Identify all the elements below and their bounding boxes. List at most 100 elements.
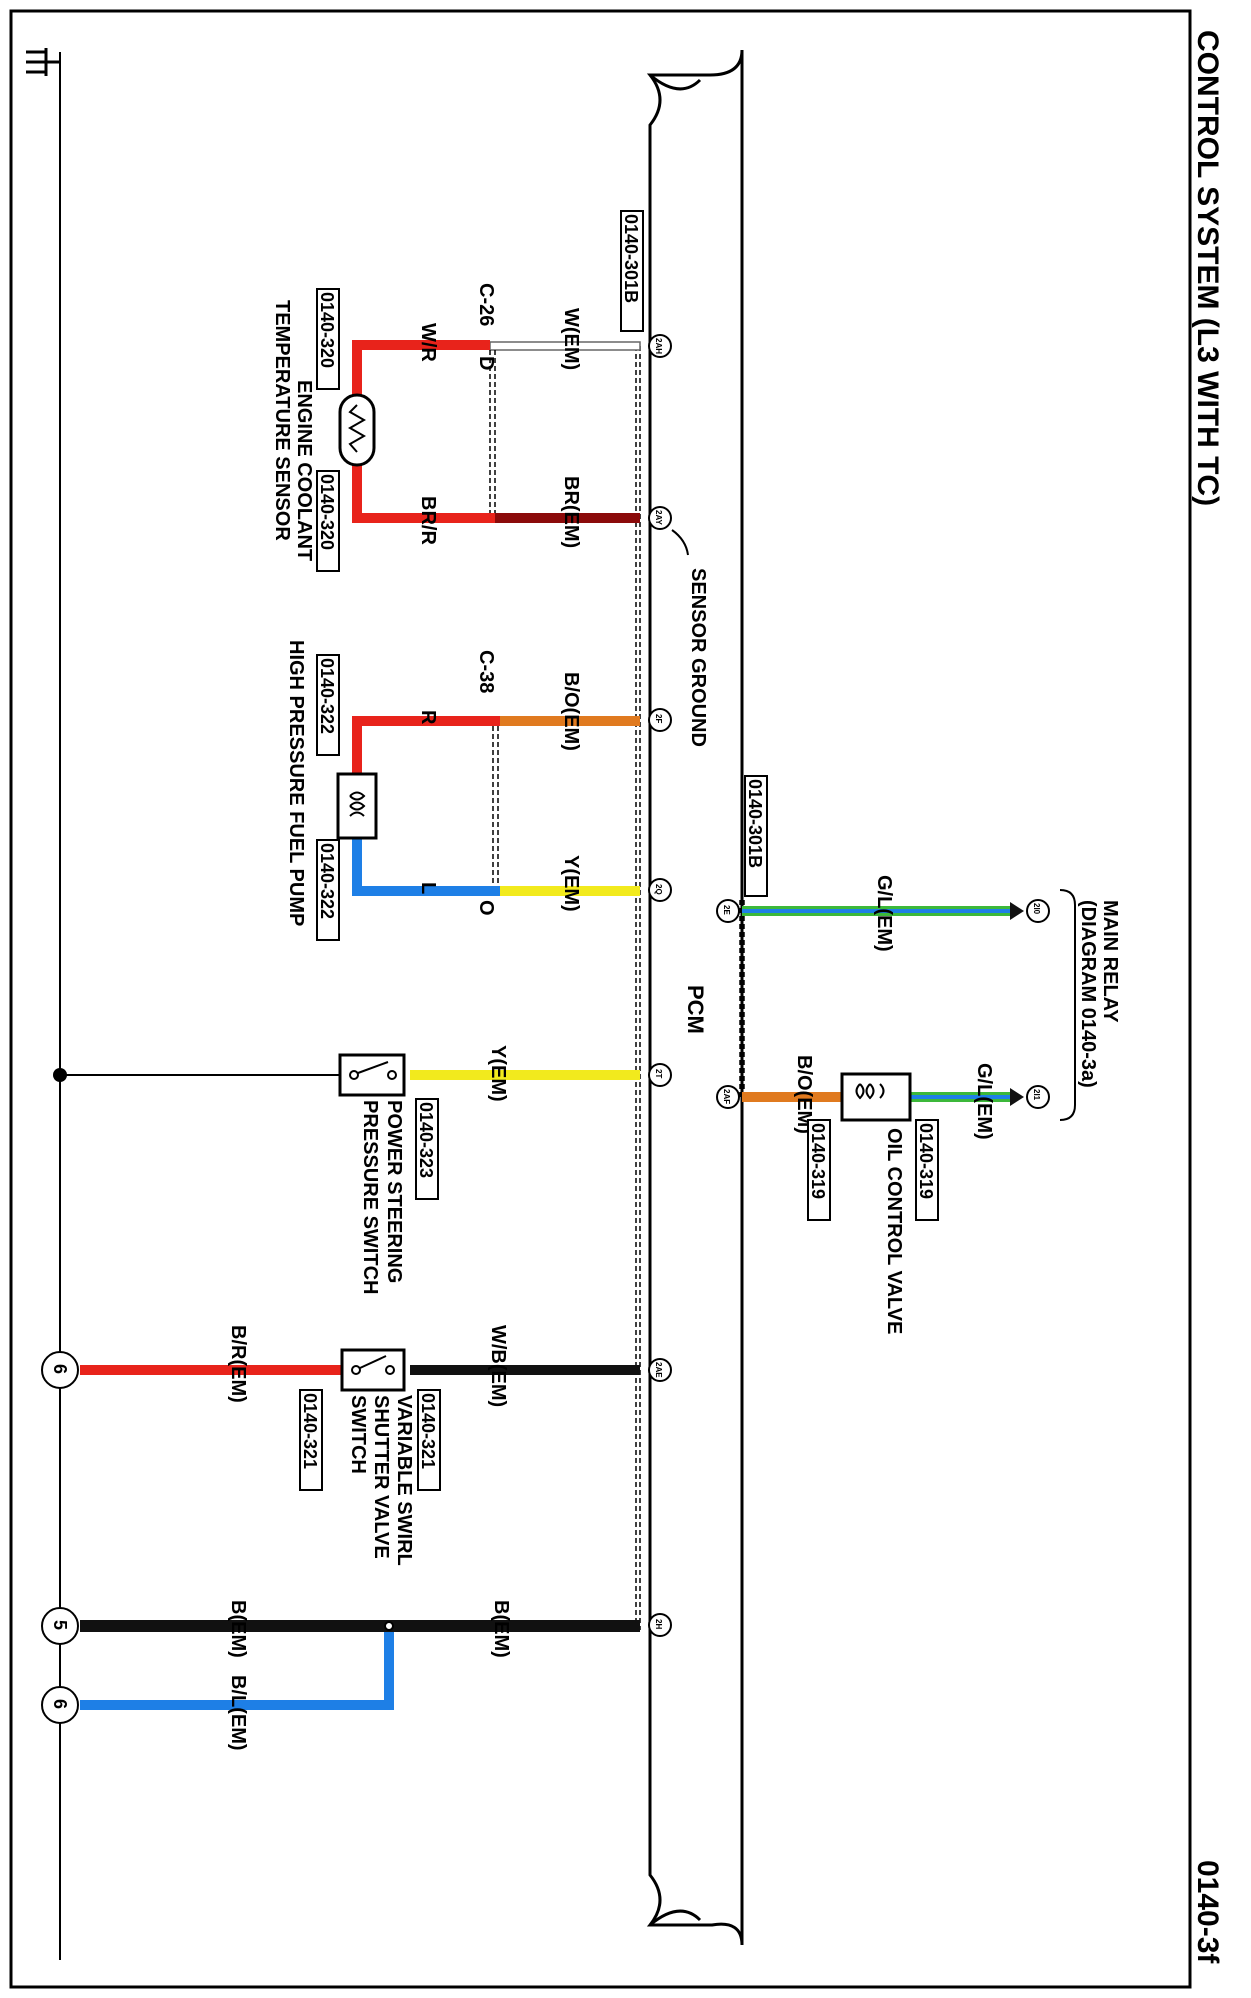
pin-2ah: 2AH bbox=[648, 334, 672, 358]
svg-text:0140-322: 0140-322 bbox=[317, 843, 337, 919]
ground-point-6-a: 6 bbox=[41, 1351, 79, 1389]
wire-label-w-r: W/R bbox=[417, 323, 439, 362]
wire-g-l-em-2-stripe bbox=[910, 1095, 1010, 1099]
pcm-top-curl bbox=[649, 73, 702, 91]
joint-c26-pin: D bbox=[475, 356, 497, 370]
svg-text:0140-319: 0140-319 bbox=[808, 1123, 828, 1199]
svg-text:2AY: 2AY bbox=[654, 510, 663, 525]
pcm-body bbox=[646, 49, 744, 1946]
wire-b-em bbox=[80, 1620, 640, 1632]
oil-control-valve-icon bbox=[840, 1072, 912, 1122]
svg-text:6: 6 bbox=[50, 1364, 70, 1374]
fuel-pump-icon bbox=[336, 772, 378, 840]
pcm-label: PCM bbox=[683, 985, 708, 1034]
wire-l-a bbox=[352, 886, 500, 896]
ps-switch-icon bbox=[338, 1053, 406, 1097]
svg-text:0140-323: 0140-323 bbox=[416, 1102, 436, 1178]
pin-2t: 2T bbox=[648, 1063, 672, 1087]
main-relay-terminal-2i1: 2I1 bbox=[1010, 1085, 1050, 1109]
main-relay-bracket bbox=[1059, 889, 1076, 1121]
joint-c38: C-38 bbox=[475, 650, 497, 693]
svg-text:0140-321: 0140-321 bbox=[300, 1393, 320, 1469]
svg-text:0140-320: 0140-320 bbox=[317, 474, 337, 550]
svg-text:2AH: 2AH bbox=[654, 338, 663, 354]
oil-valve-label: OIL CONTROL VALVE bbox=[883, 1128, 905, 1334]
page-id: 0140-3f bbox=[1191, 1860, 1224, 1964]
main-relay-label-1: MAIN RELAY bbox=[1099, 900, 1121, 1023]
wire-label-w-em: W(EM) bbox=[560, 308, 582, 370]
pin-2f: 2F bbox=[648, 708, 672, 732]
vss-switch-connector-b: 0140-321 bbox=[299, 1389, 323, 1491]
chassis-ground-icon bbox=[26, 48, 60, 76]
ground-point-5: 5 bbox=[41, 1607, 79, 1645]
svg-text:2AF: 2AF bbox=[722, 1089, 731, 1104]
svg-text:0140-321: 0140-321 bbox=[418, 1393, 438, 1469]
wire-y-em-1 bbox=[500, 886, 640, 896]
wire-label-b-o-em: B/O(EM) bbox=[560, 672, 582, 751]
pcm-harness-shield-left bbox=[635, 346, 641, 1630]
wire-label-y-em-2: Y(EM) bbox=[487, 1045, 509, 1102]
ect-sensor-label-2: TEMPERATURE SENSOR bbox=[271, 300, 293, 541]
wire-b-r-em bbox=[80, 1365, 342, 1375]
joint-c38-pin: O bbox=[475, 900, 497, 916]
svg-text:2F: 2F bbox=[654, 714, 663, 723]
wire-label-g-l-em-2: G/L(EM) bbox=[973, 1063, 995, 1140]
sensor-ground-arrow bbox=[671, 529, 689, 556]
wire-br-em bbox=[495, 513, 640, 523]
ps-switch-label-1: POWER STEERING bbox=[383, 1100, 405, 1283]
pin-2ae: 2AE bbox=[648, 1358, 672, 1382]
oil-valve-connector-b: 0140-319 bbox=[807, 1119, 831, 1221]
wire-g-l-em-1-stripe bbox=[742, 909, 1010, 913]
main-relay-terminal-2i0: 2I0 bbox=[1010, 899, 1050, 923]
pin-2af: 2AF bbox=[716, 1085, 740, 1109]
svg-text:5: 5 bbox=[50, 1620, 70, 1630]
wire-label-b-em-2: B(EM) bbox=[227, 1600, 249, 1658]
page-title: CONTROL SYSTEM (L3 WITH TC) bbox=[1191, 30, 1224, 506]
fuel-pump-connector-b: 0140-322 bbox=[316, 839, 340, 941]
ground-point-6-b: 6 bbox=[41, 1686, 79, 1724]
vss-switch-icon bbox=[340, 1348, 406, 1392]
pcm-bottom-curl bbox=[649, 1909, 702, 1927]
vss-switch-label-3: SWITCH bbox=[347, 1395, 369, 1474]
wire-label-y-em-1: Y(EM) bbox=[560, 855, 582, 912]
wire-b-o-em bbox=[500, 716, 640, 726]
vss-switch-connector-a: 0140-321 bbox=[417, 1389, 441, 1491]
wire-label-l: L bbox=[417, 882, 439, 894]
svg-text:2I0: 2I0 bbox=[1032, 903, 1041, 915]
wire-label-g-l-em-1: G/L(EM) bbox=[873, 875, 895, 952]
wire-r-a bbox=[352, 716, 500, 726]
page-frame bbox=[9, 9, 1192, 1989]
svg-text:6: 6 bbox=[50, 1699, 70, 1709]
wire-label-b-r-em: B/R(EM) bbox=[227, 1325, 249, 1403]
pin-2q: 2Q bbox=[648, 878, 672, 902]
ps-switch-label-2: PRESSURE SWITCH bbox=[359, 1100, 381, 1294]
wire-r-b bbox=[352, 716, 362, 776]
ect-sensor-label-1: ENGINE COOLANT bbox=[293, 380, 315, 561]
pcm-connector-label-2: 0140-301B bbox=[744, 775, 768, 897]
wire-b-l-em-riser bbox=[384, 1632, 394, 1710]
ect-connector-a: 0140-320 bbox=[316, 288, 340, 390]
wire-label-b-l-em: B/L(EM) bbox=[227, 1675, 249, 1751]
wire-label-r: R bbox=[417, 710, 439, 725]
wire-br-r-a bbox=[352, 513, 495, 523]
oil-valve-connector-a: 0140-319 bbox=[915, 1119, 939, 1221]
pin-2ay: 2AY bbox=[648, 506, 672, 530]
svg-text:2E: 2E bbox=[722, 905, 731, 915]
svg-text:0140-301B: 0140-301B bbox=[745, 779, 765, 868]
svg-text:0140-320: 0140-320 bbox=[317, 292, 337, 368]
svg-text:2Q: 2Q bbox=[654, 884, 663, 895]
pcm-harness-shield-right bbox=[739, 900, 745, 1100]
svg-text:0140-319: 0140-319 bbox=[916, 1123, 936, 1199]
wire-w-b-em bbox=[410, 1365, 640, 1375]
c26-shield bbox=[489, 350, 496, 513]
wire-w-r-a bbox=[352, 340, 490, 350]
vss-switch-label-2: SHUTTER VALVE bbox=[370, 1395, 392, 1559]
wire-y-em-2 bbox=[410, 1070, 640, 1080]
splice-point bbox=[384, 1621, 394, 1631]
pin-2e: 2E bbox=[716, 899, 740, 923]
wire-label-br-r: BR/R bbox=[417, 496, 439, 545]
wire-l-b bbox=[352, 836, 362, 896]
wire-b-l-em bbox=[80, 1700, 392, 1710]
wire-b-o-em-2 bbox=[742, 1092, 842, 1102]
